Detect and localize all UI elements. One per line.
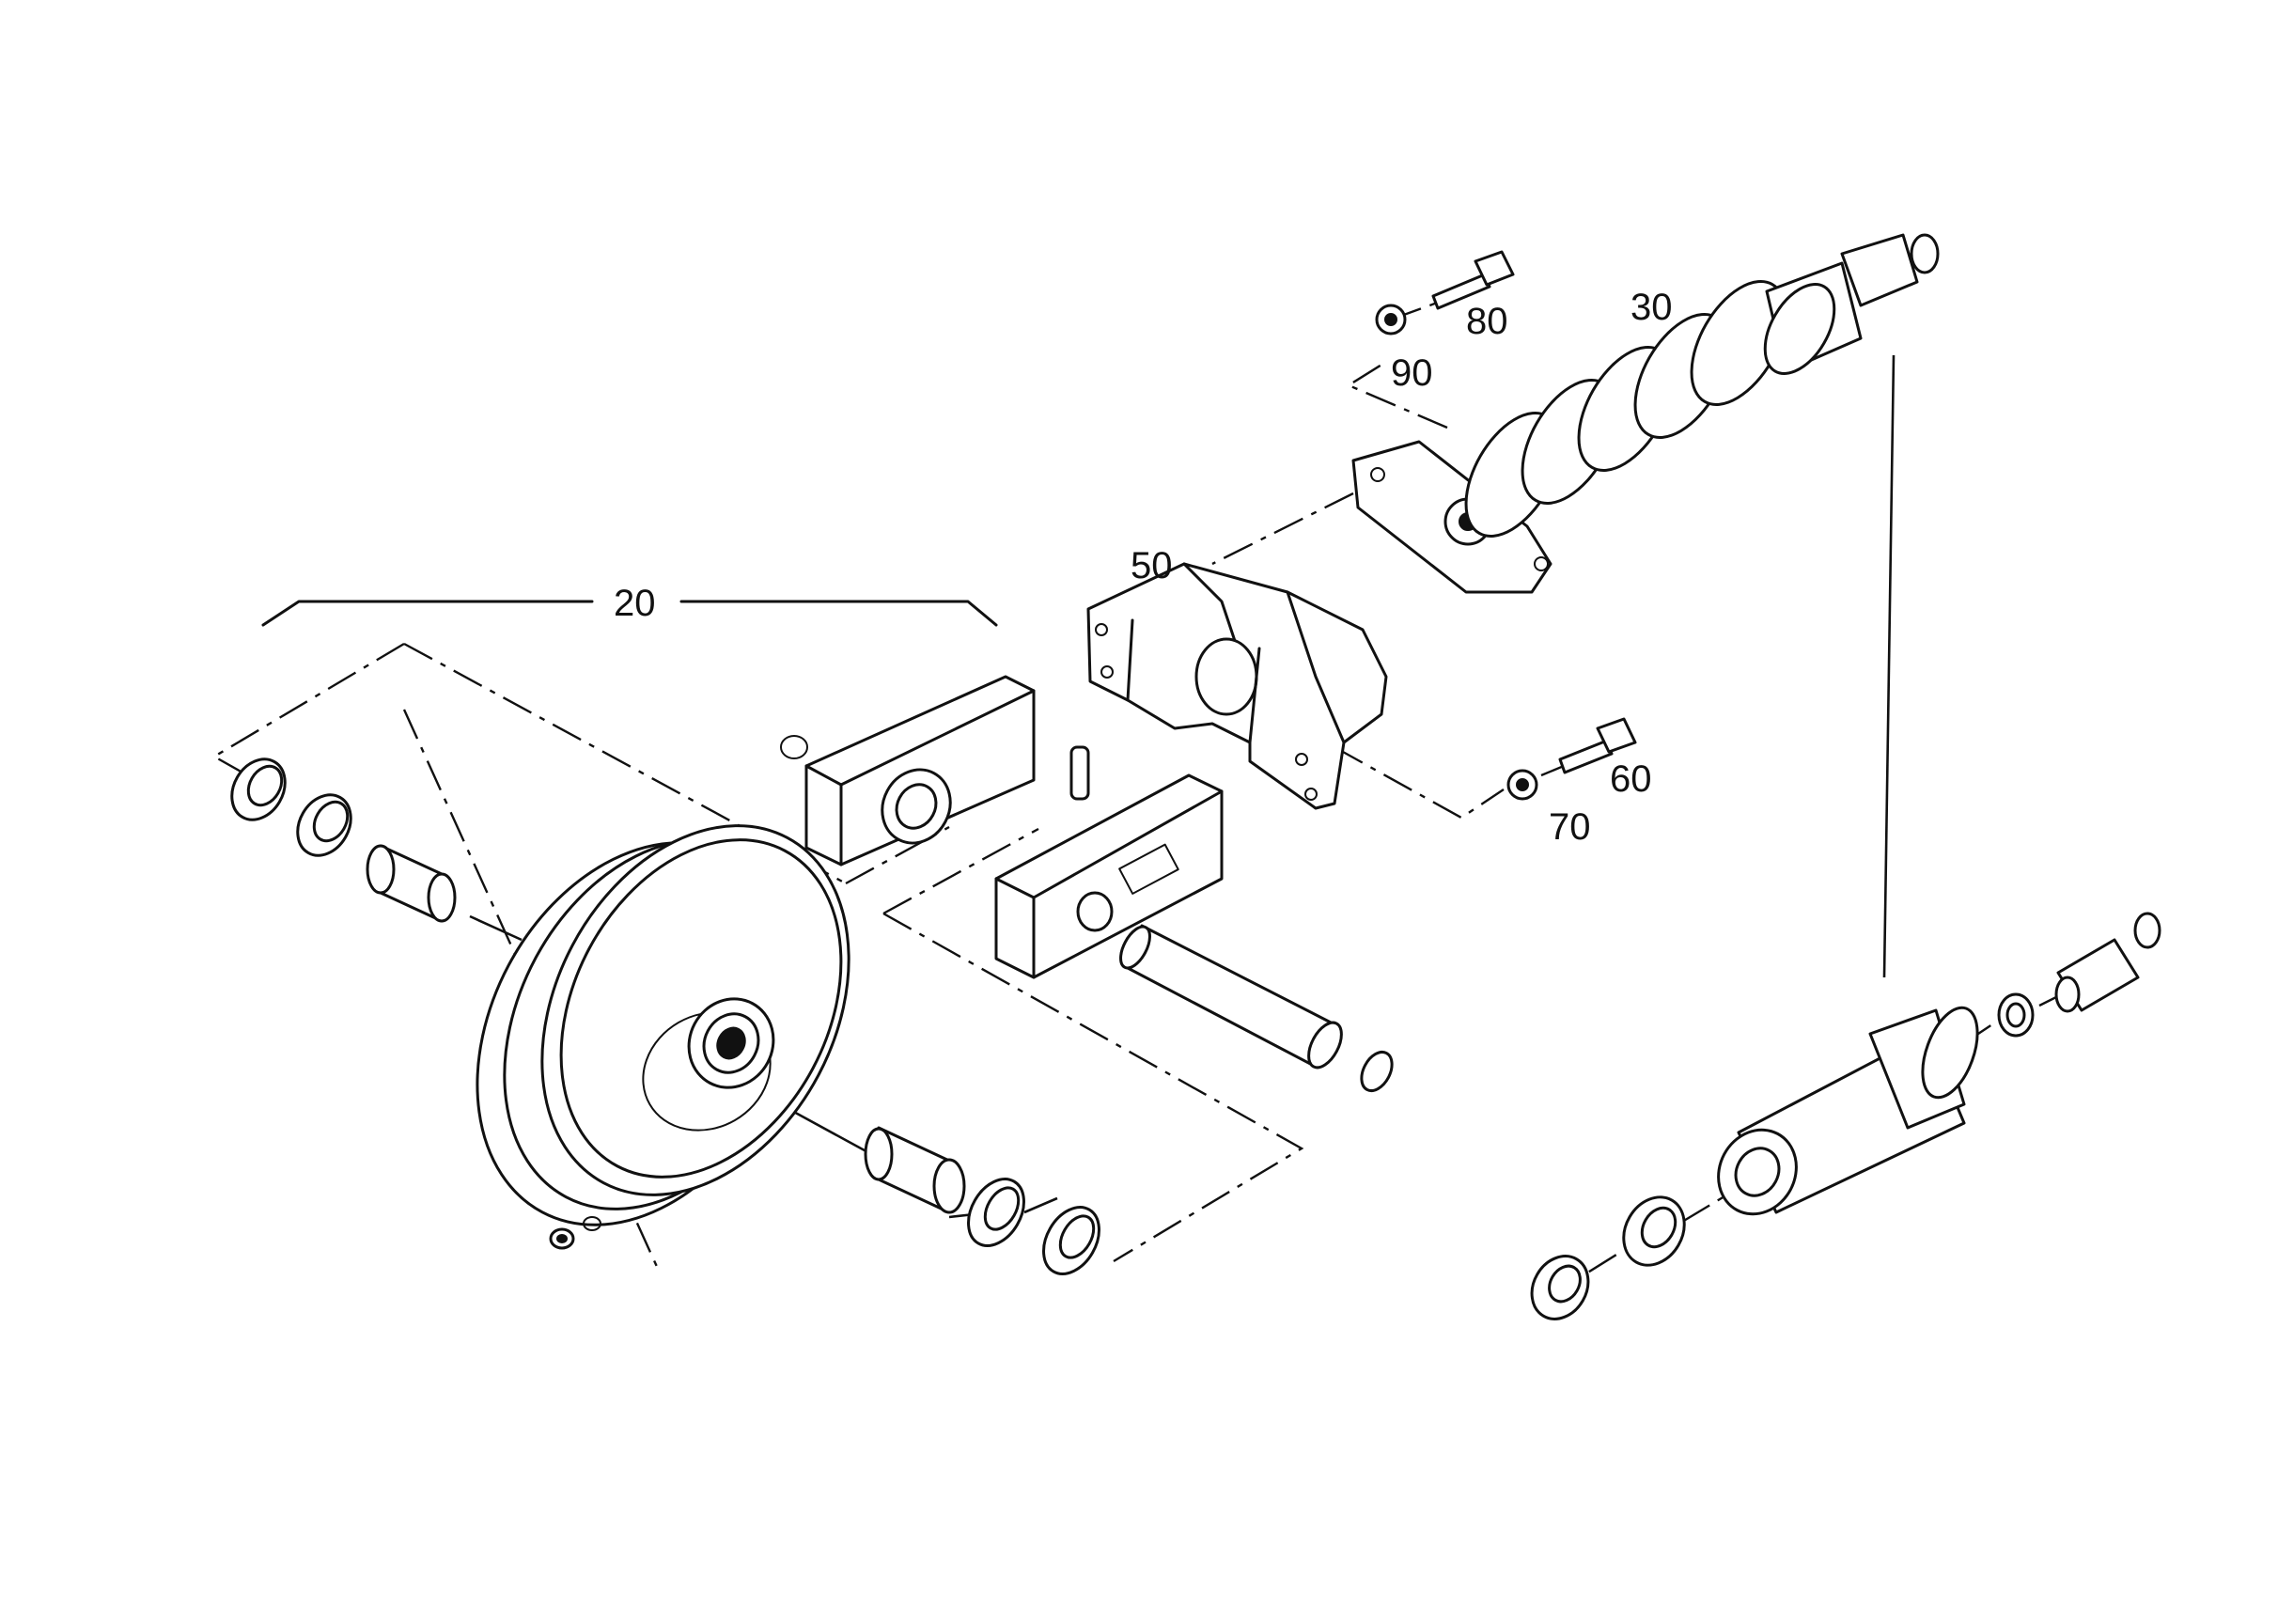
grease-fitting [2054,912,2161,1013]
idler-wheel [476,824,850,1226]
callout-80: 80 [1466,301,1508,342]
callout-30: 30 [1630,287,1673,328]
seal-ring-right-2 [1042,1206,1100,1275]
cylinder-seal-1 [1622,1195,1686,1267]
washer-70 [1506,769,1538,801]
seal-ring-right-1 [967,1178,1025,1247]
assembly-bracket-20 [261,600,998,627]
yoke-fork [1086,562,1388,810]
washer-90 [1375,304,1407,336]
callout-90: 90 [1391,352,1433,394]
callout-70: 70 [1549,806,1591,848]
bushing-right [864,1126,966,1214]
bushing-left [366,844,457,923]
callout-20: 20 [614,583,656,624]
seal-ring-left-1 [230,757,287,821]
bearing-block-upper [780,675,1036,867]
spring-coils [1464,280,1787,538]
axle-shaft [1119,924,1394,1093]
recoil-cylinder [1717,1006,1979,1216]
seal-ring-left-2 [296,793,352,857]
callout-labels: 20 30 50 60 70 80 90 [614,287,1673,848]
cylinder-o-ring [1997,992,2035,1038]
roll-pin [1069,745,1090,801]
callout-50: 50 [1131,545,1173,586]
bolt-60 [1558,717,1637,774]
tensioner-spring [1351,233,1940,594]
plug-screw [549,1216,601,1250]
bolt-80 [1431,250,1515,310]
bearing-block-lower [994,773,1224,979]
callout-60: 60 [1610,758,1652,800]
cylinder-seal-2 [1530,1255,1590,1320]
